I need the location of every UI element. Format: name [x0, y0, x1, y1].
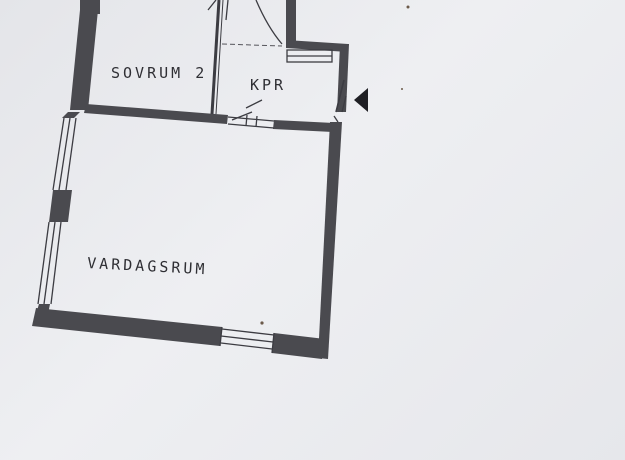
- kpr-label-tick: [245, 99, 263, 109]
- wall-partition-bedroom-living: [84, 104, 228, 124]
- wall-bedroom-left: [70, 10, 98, 110]
- kpr-door-arc: [207, 0, 283, 45]
- wall-top-right-stub: [286, 0, 296, 44]
- door-kpr-living: [227, 111, 275, 129]
- wall-living-bottom-right: [272, 333, 325, 359]
- wall-living-left-cap: [62, 112, 80, 118]
- room-label-kpr: KPR: [250, 76, 286, 94]
- room-label-vardagsrum: VARDAGSRUM: [87, 254, 208, 278]
- paper-speck: [401, 88, 403, 90]
- kpr-shelf-line: [221, 43, 283, 47]
- window-living-left-upper: [52, 117, 77, 191]
- wall-closet-top: [286, 40, 348, 52]
- paper-speck: [260, 321, 264, 325]
- room-label-sovrum-2: SOVRUM 2: [111, 64, 207, 82]
- paper-speck: [406, 5, 410, 9]
- wall-bedroom-kpr: [210, 0, 224, 115]
- window-living-left-lower: [37, 221, 62, 305]
- wall-partition-kpr-living: [273, 120, 334, 132]
- wall-living-right: [318, 122, 342, 359]
- window-living-bottom: [219, 326, 275, 354]
- entrance-arrow-icon: [354, 88, 368, 112]
- wall-living-left-pier: [49, 190, 72, 222]
- entrance-door: [333, 79, 347, 123]
- wall-living-bottom-left: [32, 308, 222, 346]
